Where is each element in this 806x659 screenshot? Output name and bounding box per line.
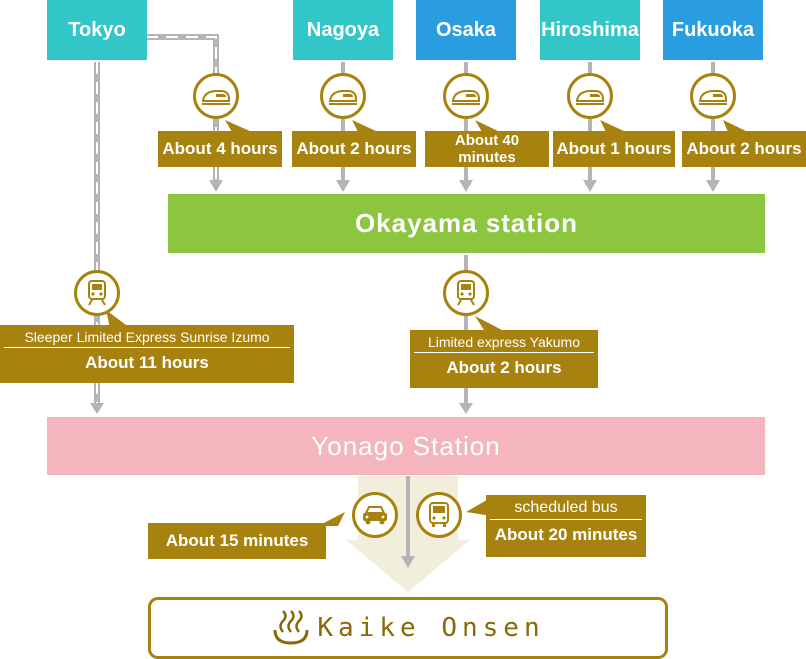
destination-label: Kaike Onsen	[317, 613, 545, 643]
city-hiroshima: Hiroshima	[540, 0, 640, 60]
time-tag-tokyo: About 4 hours	[158, 131, 282, 167]
bus-tag: scheduled bus About 20 minutes	[486, 495, 646, 557]
tag-tails	[106, 120, 748, 526]
car-time-tag: About 15 minutes	[148, 523, 326, 559]
shinkansen-icon	[443, 73, 489, 119]
city-fukuoka: Fukuoka	[663, 0, 763, 60]
arrowheads	[90, 180, 720, 568]
yonago-station: Yonago Station	[47, 417, 765, 475]
train-icon	[443, 270, 489, 316]
kaike-onsen-destination: Kaike Onsen	[148, 597, 668, 659]
city-osaka: Osaka	[416, 0, 516, 60]
sunrise-izumo-service: Sleeper Limited Express Sunrise Izumo	[4, 325, 290, 348]
yakumo-service: Limited express Yakumo	[414, 330, 594, 353]
time-tag-fukuoka: About 2 hours	[682, 131, 806, 167]
city-tokyo: Tokyo	[47, 0, 147, 60]
yakumo-tag: Limited express Yakumo About 2 hours	[410, 330, 598, 388]
car-icon	[352, 492, 398, 538]
shinkansen-icon	[690, 73, 736, 119]
shinkansen-icon	[567, 73, 613, 119]
sunrise-izumo-time: About 11 hours	[85, 353, 209, 372]
time-tag-osaka: About 40 minutes	[425, 131, 549, 167]
onsen-icon	[273, 610, 309, 645]
sunrise-izumo-tag: Sleeper Limited Express Sunrise Izumo Ab…	[0, 325, 294, 383]
city-nagoya: Nagoya	[293, 0, 393, 60]
yakumo-time: About 2 hours	[446, 358, 562, 377]
bus-time: About 20 minutes	[494, 525, 638, 544]
bus-service: scheduled bus	[490, 495, 642, 520]
bus-icon	[416, 492, 462, 538]
time-tag-hiroshima: About 1 hours	[553, 131, 675, 167]
train-icon	[74, 270, 120, 316]
shinkansen-icon	[193, 73, 239, 119]
okayama-station: Okayama station	[168, 194, 765, 253]
shinkansen-icon	[320, 73, 366, 119]
time-tag-nagoya: About 2 hours	[292, 131, 416, 167]
